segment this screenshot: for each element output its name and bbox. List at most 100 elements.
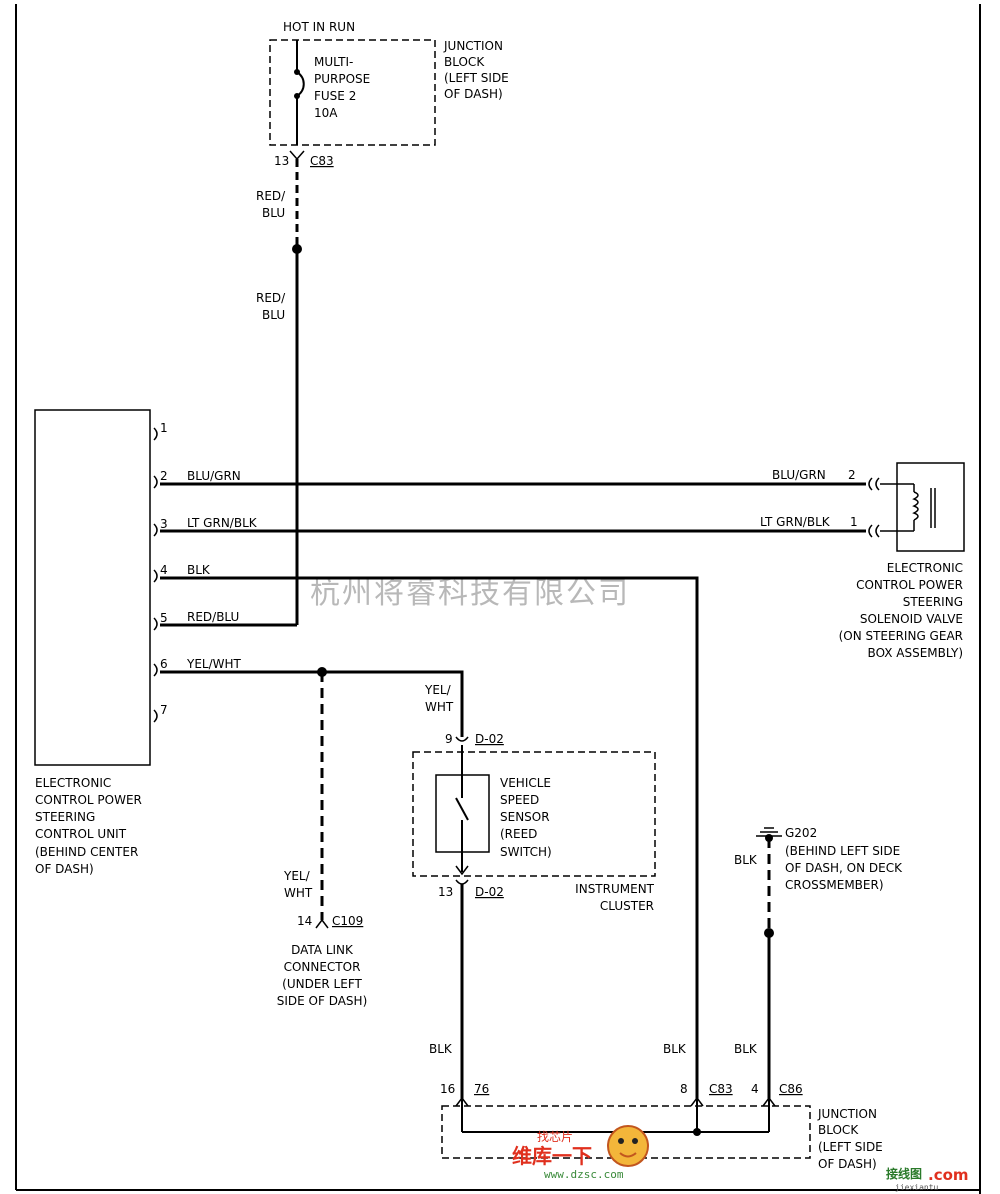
solenoid-name-4: SOLENOID VALVE [860, 612, 963, 626]
jb-splice [693, 1128, 701, 1136]
wire-label-red-blu-1b: BLU [262, 206, 285, 220]
jb-label-2: BLOCK [818, 1123, 859, 1137]
dlc-name-3: (UNDER LEFT [282, 977, 362, 991]
solenoid-valve-box [896, 462, 965, 552]
solenoid-connector-icons [868, 477, 880, 538]
page-frame [15, 4, 981, 1194]
cu-name-1: ELECTRONIC [35, 776, 111, 790]
connector-c83-top-pin: 13 [274, 154, 289, 168]
reed-switch-icon [455, 775, 469, 852]
dzsc-top-text: 找芯片 [537, 1130, 573, 1144]
top-junction-label-2: BLOCK [444, 55, 485, 69]
dzsc-url-text: www.dzsc.com [544, 1168, 624, 1181]
cu-pin-5: 5 [160, 611, 168, 625]
wire-label-blk-2: BLK [663, 1042, 687, 1056]
dlc-name-2: CONNECTOR [284, 960, 361, 974]
dzsc-mascot-icon [607, 1125, 649, 1167]
cu-pin-3: 3 [160, 517, 168, 531]
top-junction-label-1: JUNCTION [443, 39, 503, 53]
control-unit-pin-brackets [153, 427, 158, 723]
vss-name-2: SPEED [500, 793, 539, 807]
hot-in-run-label: HOT IN RUN [283, 20, 355, 34]
cu-wire-red-blu: RED/BLU [187, 610, 239, 624]
wire-label-yel-wht-2a: YEL/ [283, 869, 311, 883]
solenoid-pin-2: 2 [848, 468, 856, 482]
solenoid-name-1: ELECTRONIC [887, 561, 963, 575]
vss-name-1: VEHICLE [500, 776, 551, 790]
wire-label-blk-ground: BLK [734, 853, 758, 867]
solenoid-name-3: STEERING [903, 595, 963, 609]
ground-id: G202 [785, 826, 817, 840]
dlc-pin: 14 [297, 914, 312, 928]
cu-wire-blk: BLK [187, 563, 211, 577]
jb-pin-8: 8 [680, 1082, 688, 1096]
connector-d02-top-icon [455, 736, 469, 742]
jb-connector-c83: C83 [709, 1082, 733, 1096]
connector-d02-bottom-icon [455, 879, 469, 885]
wire-label-blk-3: BLK [734, 1042, 758, 1056]
ground-location-2: OF DASH, ON DECK [785, 861, 903, 875]
fuse-terminal-bottom [294, 93, 300, 99]
jb-label-1: JUNCTION [817, 1107, 877, 1121]
fuse-label-line-3: FUSE 2 [314, 89, 356, 103]
ground-location-3: CROSSMEMBER) [785, 878, 884, 892]
vss-pin-top: 9 [445, 732, 453, 746]
jb-pin-16: 16 [440, 1082, 455, 1096]
cu-name-5: (BEHIND CENTER [35, 845, 138, 859]
cu-pin-2: 2 [160, 469, 168, 483]
cu-pin-7: 7 [160, 703, 168, 717]
jiexiantu-logo: 接线图 .com jiexiantu [886, 1166, 969, 1192]
cu-name-6: OF DASH) [35, 862, 94, 876]
fuse-junction-block-outline [269, 39, 436, 146]
cu-name-2: CONTROL POWER [35, 793, 142, 807]
solenoid-name-5: (ON STEERING GEAR [839, 629, 963, 643]
fuse-label-line-2: PURPOSE [314, 72, 370, 86]
wire-label-yel-wht-1b: WHT [425, 700, 454, 714]
solenoid-name-2: CONTROL POWER [856, 578, 963, 592]
jb-connector-76: 76 [474, 1082, 489, 1096]
dzsc-mid-text: 维库一下 [512, 1144, 592, 1168]
jb-label-3: (LEFT SIDE [818, 1140, 883, 1154]
jb-internal-bus [461, 1100, 770, 1133]
solenoid-pin-1: 1 [850, 515, 858, 529]
ground-location-1: (BEHIND LEFT SIDE [785, 844, 900, 858]
wire-label-red-blu-2a: RED/ [256, 291, 286, 305]
vss-pin-bottom: 13 [438, 885, 453, 899]
solenoid-wire-lt-grn-blk: LT GRN/BLK [760, 515, 831, 529]
wire-label-yel-wht-1a: YEL/ [424, 683, 452, 697]
watermark: 杭州将睿科技有限公司 [310, 576, 630, 611]
jiexiantu-url-text: jiexiantu [895, 1183, 939, 1192]
cu-name-3: STEERING [35, 810, 95, 824]
connector-c83-top-icon [289, 150, 305, 161]
jb-label-4: OF DASH) [818, 1157, 877, 1171]
vss-connector-top: D-02 [475, 732, 504, 746]
solenoid-coil-icon [880, 483, 936, 532]
cu-name-4: CONTROL UNIT [35, 827, 127, 841]
cu-wire-blu-grn: BLU/GRN [187, 469, 241, 483]
fuse-label-line-4: 10A [314, 106, 338, 120]
wire-label-blk-1: BLK [429, 1042, 453, 1056]
solenoid-wire-blu-grn: BLU/GRN [772, 468, 826, 482]
cu-pin-6: 6 [160, 657, 168, 671]
vss-name-3: SENSOR [500, 810, 550, 824]
cu-wire-lt-grn-blk: LT GRN/BLK [187, 516, 258, 530]
wire-label-yel-wht-2b: WHT [284, 886, 313, 900]
fuse-terminal-top [294, 69, 300, 75]
fuse-label-line-1: MULTI- [314, 55, 353, 69]
wire-blk-pin4 [160, 576, 699, 1100]
fuse-icon [296, 40, 305, 145]
cluster-label-2: CLUSTER [600, 899, 654, 913]
bottom-junction-block-outline [441, 1105, 811, 1159]
vss-name-5: SWITCH) [500, 845, 552, 859]
cluster-label-1: INSTRUMENT [575, 882, 654, 896]
instrument-cluster-outline [412, 751, 656, 877]
wire-yel-wht [160, 670, 464, 737]
connector-c109-icon [315, 918, 329, 929]
jb-pin-4: 4 [751, 1082, 759, 1096]
top-junction-label-4: OF DASH) [444, 87, 503, 101]
cu-pin-1: 1 [160, 421, 168, 435]
jb-connector-icons [455, 1096, 776, 1107]
cu-pin-4: 4 [160, 563, 168, 577]
cu-wire-yel-wht: YEL/WHT [186, 657, 242, 671]
